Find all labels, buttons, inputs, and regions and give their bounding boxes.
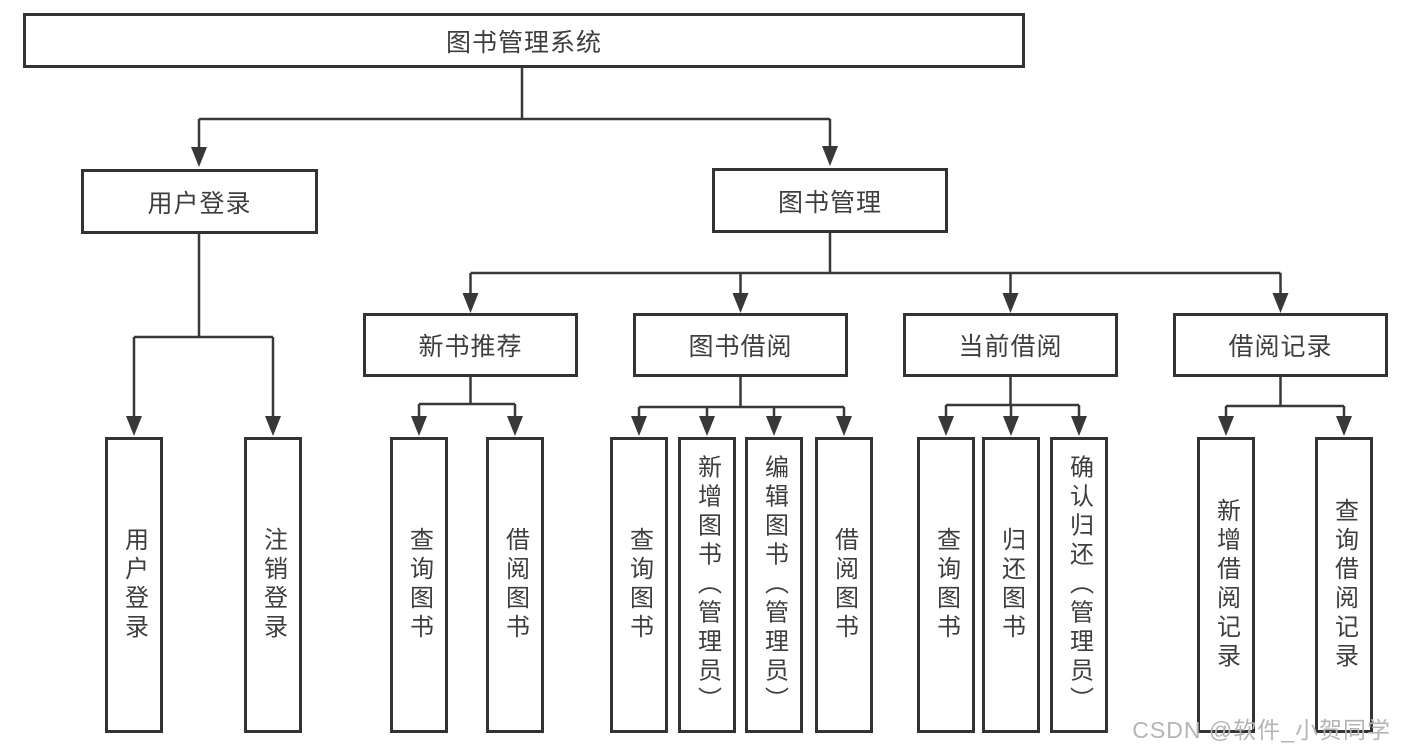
node-label: 借阅图书 xyxy=(501,527,529,643)
arrowheads-book-borrow-children xyxy=(631,416,852,436)
connector-borrow-record-children xyxy=(1224,377,1346,421)
node-label: 借阅图书 xyxy=(830,527,858,643)
connector-root-to-level2 xyxy=(197,68,832,152)
leaf-borrow-books: 借阅图书 xyxy=(815,437,873,733)
node-label: 新增图书（管理员） xyxy=(693,454,721,716)
node-label: 用户登录 xyxy=(120,527,148,643)
leaf-logout: 注销登录 xyxy=(244,437,302,733)
connector-book-management-children xyxy=(469,233,1282,297)
node-book-management: 图书管理 xyxy=(712,168,948,233)
arrowheads-user-login-children xyxy=(126,416,281,436)
arrowheads-current-borrow-children xyxy=(938,416,1087,436)
connector-new-book-children xyxy=(417,377,517,421)
node-user-login: 用户登录 xyxy=(81,169,318,234)
connector-user-login-children xyxy=(132,234,275,421)
node-label: 查询借阅记录 xyxy=(1330,498,1358,672)
node-book-borrow: 图书借阅 xyxy=(633,313,848,377)
leaf-confirm-return-admin: 确认归还（管理员） xyxy=(1050,437,1108,733)
node-label: 编辑图书（管理员） xyxy=(760,454,788,716)
connector-book-borrow-children xyxy=(637,377,846,421)
node-label: 查询图书 xyxy=(625,527,653,643)
node-label: 新增借阅记录 xyxy=(1212,498,1240,672)
leaf-query-books-borrow: 查询图书 xyxy=(610,437,668,733)
node-root-system: 图书管理系统 xyxy=(23,13,1025,68)
leaf-query-books-current: 查询图书 xyxy=(917,437,975,733)
leaf-return-books: 归还图书 xyxy=(982,437,1040,733)
leaf-query-borrow-record: 查询借阅记录 xyxy=(1315,437,1373,733)
arrowheads-level2 xyxy=(191,146,838,167)
leaf-borrow-books-recommend: 借阅图书 xyxy=(486,437,544,733)
leaf-add-borrow-record: 新增借阅记录 xyxy=(1197,437,1255,733)
node-label: 查询图书 xyxy=(405,527,433,643)
node-label: 查询图书 xyxy=(932,527,960,643)
leaf-user-login: 用户登录 xyxy=(105,437,163,733)
leaf-edit-books-admin: 编辑图书（管理员） xyxy=(745,437,803,733)
node-label: 注销登录 xyxy=(259,527,287,643)
arrowheads-level3 xyxy=(462,293,1289,313)
node-new-book-recommend: 新书推荐 xyxy=(363,313,578,377)
leaf-add-books-admin: 新增图书（管理员） xyxy=(678,437,736,733)
node-label: 归还图书 xyxy=(997,527,1025,643)
arrowheads-borrow-record-children xyxy=(1218,416,1352,436)
node-borrow-records: 借阅记录 xyxy=(1173,313,1388,377)
node-current-borrow: 当前借阅 xyxy=(903,313,1118,377)
csdn-watermark: CSDN @软件_小贺同学 xyxy=(1132,717,1391,743)
leaf-query-books-recommend: 查询图书 xyxy=(390,437,448,733)
arrowheads-new-book-children xyxy=(411,416,523,436)
node-label: 确认归还（管理员） xyxy=(1065,454,1093,716)
connector-current-borrow-children xyxy=(944,377,1081,421)
